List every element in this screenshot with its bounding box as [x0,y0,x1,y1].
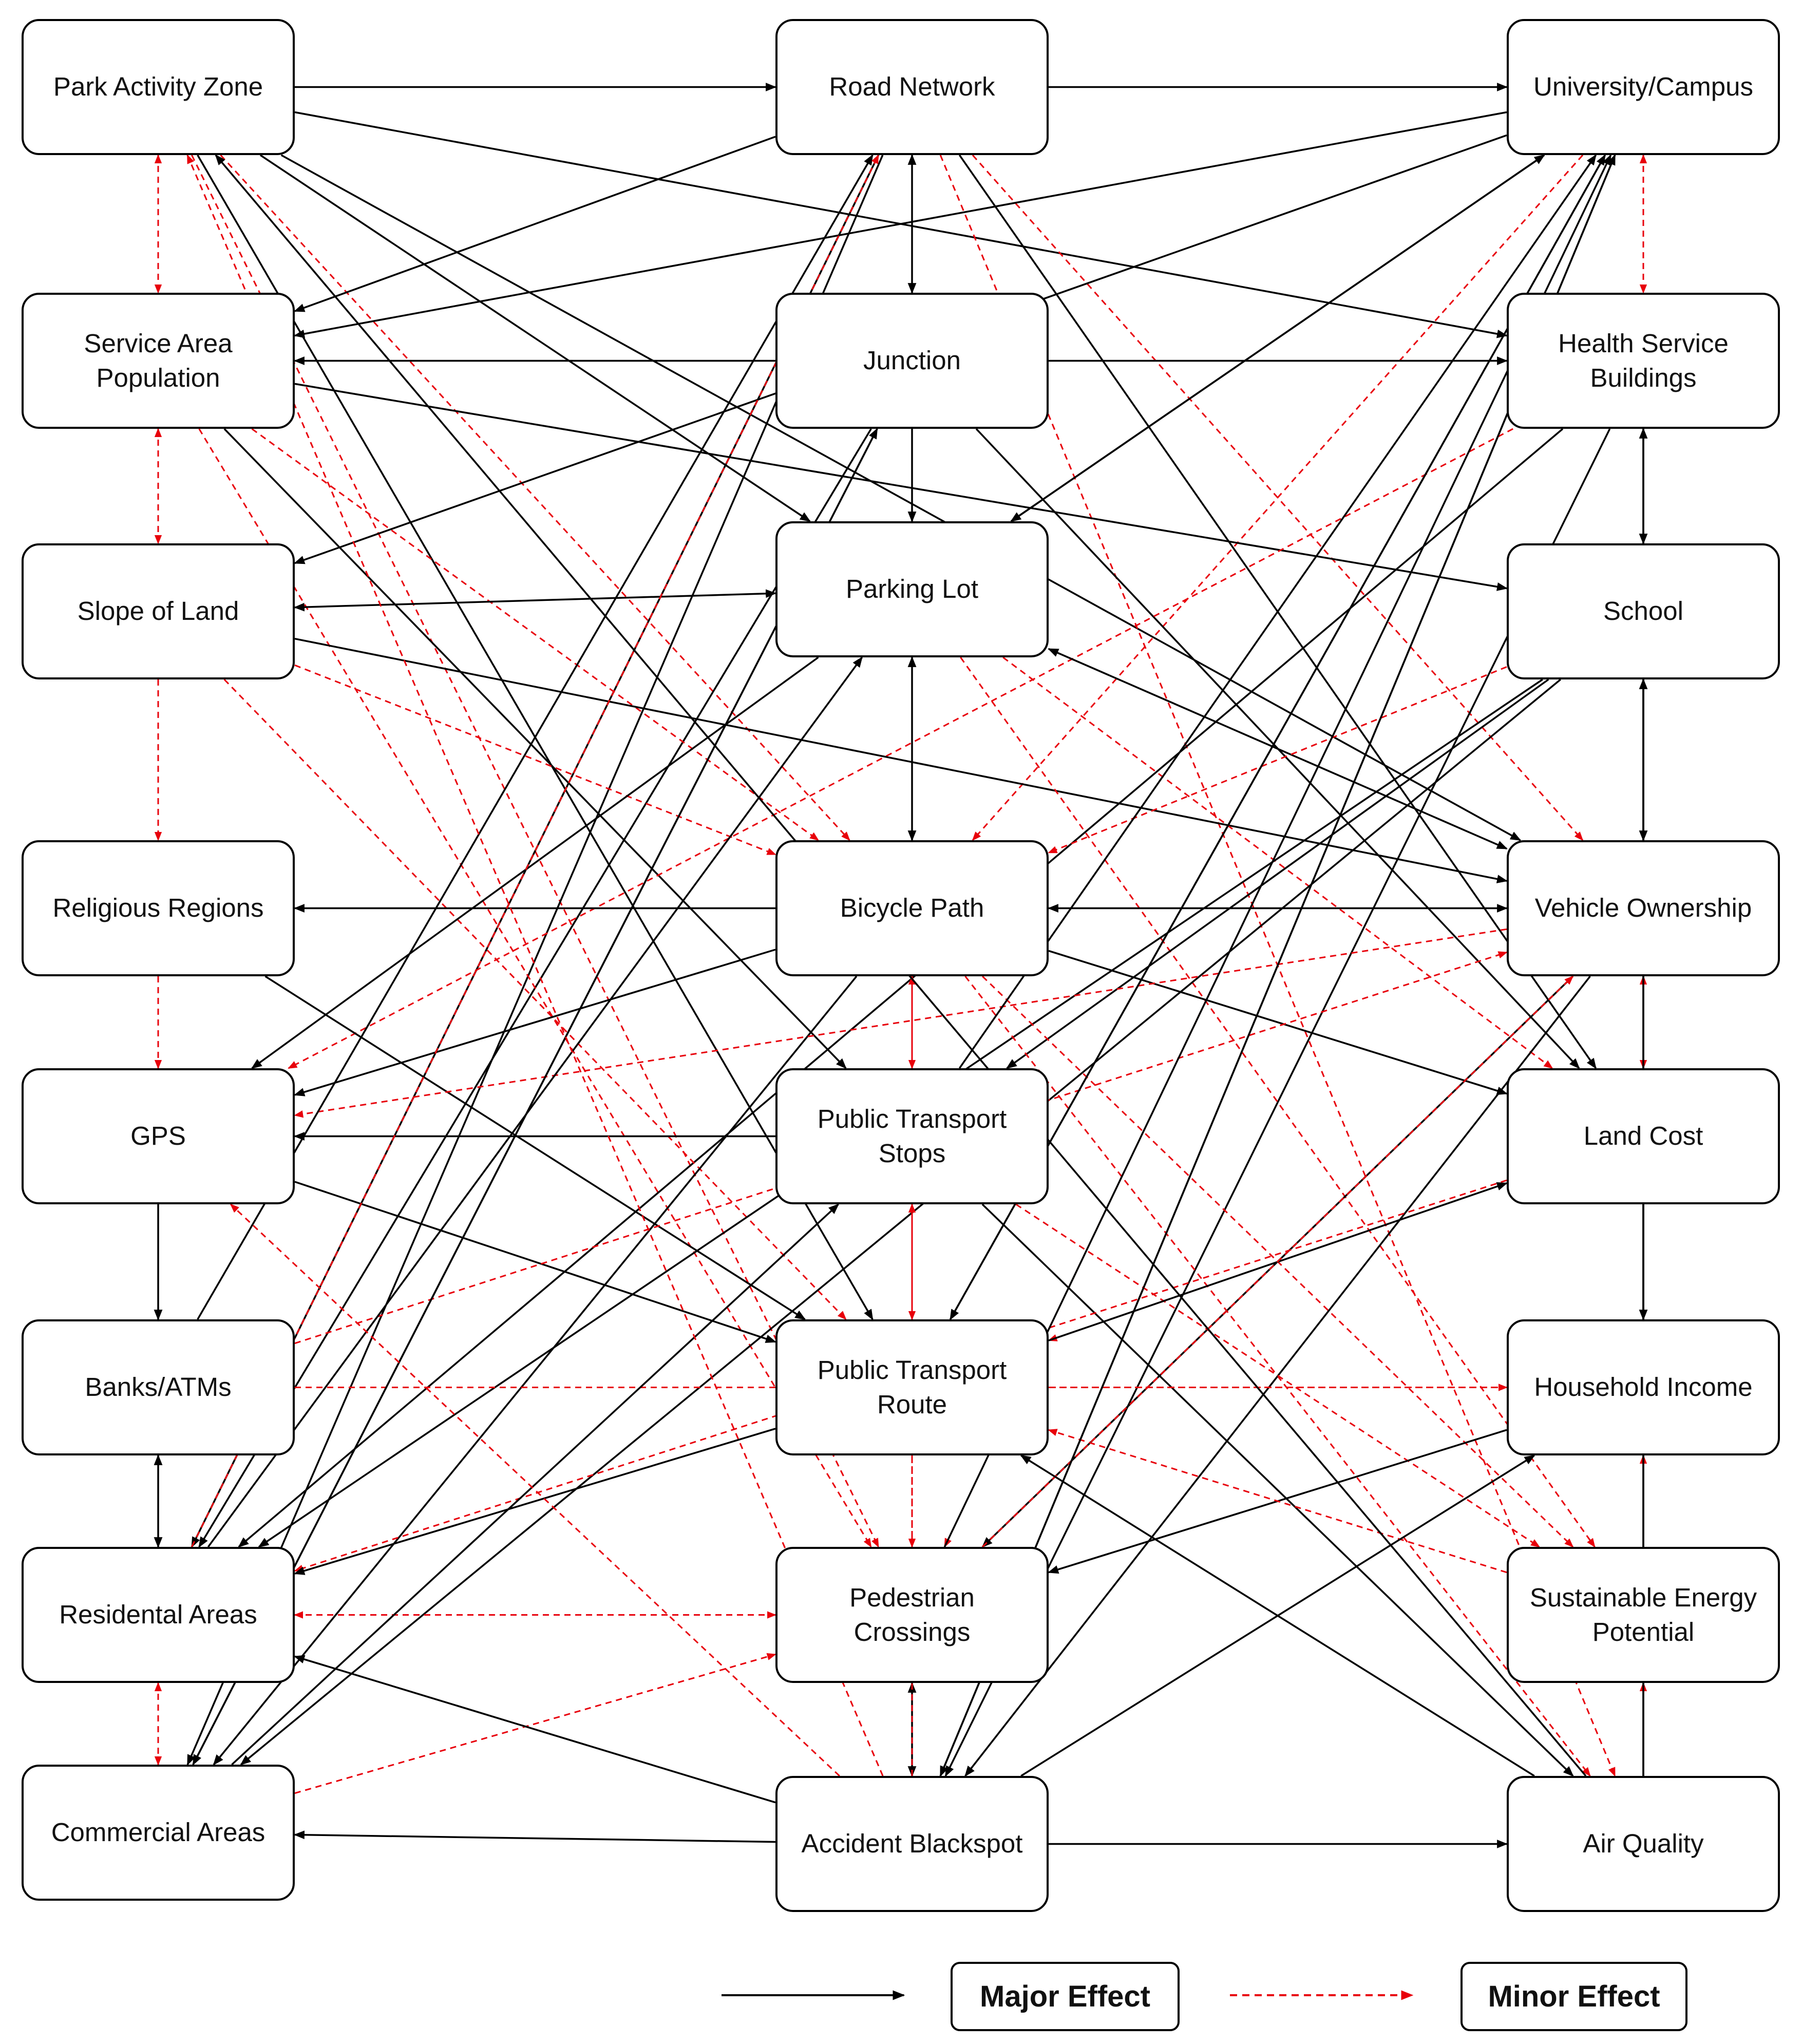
edge-ptstops-to-energy [1015,1203,1541,1548]
node-parking-lot[interactable]: Parking Lot [775,521,1049,657]
edge-road-to-service [294,136,776,312]
edge-univ-to-bicycle [972,155,1584,841]
node-bicycle-path[interactable]: Bicycle Path [775,840,1049,976]
edge-slope-to-bicycle [294,664,776,856]
edge-service-to-bicycle [251,428,819,841]
edge-religious-to-ptroute [264,975,806,1320]
node-vehicle-ownership[interactable]: Vehicle Ownership [1507,840,1780,976]
node-residental-areas[interactable]: Residental Areas [22,1547,295,1683]
edge-parking-to-landcost [1002,656,1553,1069]
edge-school-to-bicycle [1048,666,1507,854]
edge-bicycle-to-landcost [1048,950,1508,1095]
node-health-service-buildings[interactable]: Health Service Buildings [1507,293,1780,429]
edge-service-to-ptstops [223,428,847,1069]
node-gps[interactable]: GPS [22,1068,295,1204]
legend-minor-label: Minor Effect [1460,1962,1687,2031]
node-junction[interactable]: Junction [775,293,1049,429]
edge-parking-to-univ [1010,154,1545,522]
node-pedestrian-crossings[interactable]: Pedestrian Crossings [775,1547,1049,1683]
edge-park-to-parking [259,154,811,522]
legend-major-label: Major Effect [951,1962,1180,2031]
edge-air-to-ptroute [1020,1454,1535,1777]
edge-road-to-commercial [186,155,884,1766]
edge-banks-to-road [197,154,874,1320]
edge-energy-to-ptroute [1048,1429,1507,1574]
edge-bicycle-to-gps [293,949,776,1096]
node-banks-atms[interactable]: Banks/ATMs [22,1319,295,1455]
node-air-quality[interactable]: Air Quality [1507,1776,1780,1912]
edge-parking-to-gps [251,656,819,1069]
edge-accident-to-park [186,154,884,1776]
edge-accident-to-residential [293,1655,776,1804]
edge-pedestrian-to-univ [943,154,1612,1547]
node-school[interactable]: School [1507,543,1780,679]
node-accident-blackspot[interactable]: Accident Blackspot [775,1776,1049,1912]
edge-ptroute-to-residential [293,1428,776,1575]
edge-service-to-school [294,383,1508,591]
edge-bicycle-to-commercial [213,975,858,1766]
edge-commercial-to-ptstops [231,1203,840,1766]
node-service-area-population[interactable]: Service Area Population [22,293,295,429]
edge-parking-to-vehicle [1048,648,1508,850]
edge-school-to-ptstops [1006,678,1549,1069]
edge-slope-to-ptroute [223,678,847,1320]
edge-ptroute-to-univ [949,154,1606,1320]
edge-health-to-gps [288,428,1513,1069]
edge-commercial-to-pedestrian [294,1653,776,1794]
edge-slope-to-parking [293,589,777,612]
node-household-income[interactable]: Household Income [1507,1319,1780,1455]
edge-ptstops-to-air [981,1203,1574,1777]
node-university-campus[interactable]: University/Campus [1507,19,1780,155]
edge-parking-to-energy [960,657,1596,1548]
edge-service-to-pedestrian [198,428,872,1548]
edge-accident-to-univ [939,154,1616,1776]
edge-accident-to-gps [230,1203,840,1777]
edge-health-to-residential [238,428,1564,1548]
edge-accident-to-commercial [293,1830,776,1843]
edge-univ-to-service [293,111,1507,338]
edge-school-to-commercial [240,678,1562,1766]
node-religious-regions[interactable]: Religious Regions [22,840,295,976]
node-slope-of-land[interactable]: Slope of Land [22,543,295,679]
node-public-transport-route[interactable]: Public Transport Route [775,1319,1049,1455]
node-public-transport-stops[interactable]: Public Transport Stops [775,1068,1049,1204]
node-sustainable-energy-potential[interactable]: Sustainable Energy Potential [1507,1547,1780,1683]
edge-gps-to-ptroute [294,1181,776,1343]
node-road-network[interactable]: Road Network [775,19,1049,155]
edge-ptstops-to-univ [958,154,1597,1069]
node-park-activity-zone[interactable]: Park Activity Zone [22,19,295,155]
edge-road-to-residential [191,155,880,1548]
node-commercial-areas[interactable]: Commercial Areas [22,1765,295,1901]
node-land-cost[interactable]: Land Cost [1507,1068,1780,1204]
edge-residential-to-parking [207,656,863,1548]
edge-commercial-to-junction [192,428,878,1765]
edge-park-to-bicycle [220,154,850,841]
edge-pedestrian-to-vehicle [982,975,1574,1548]
